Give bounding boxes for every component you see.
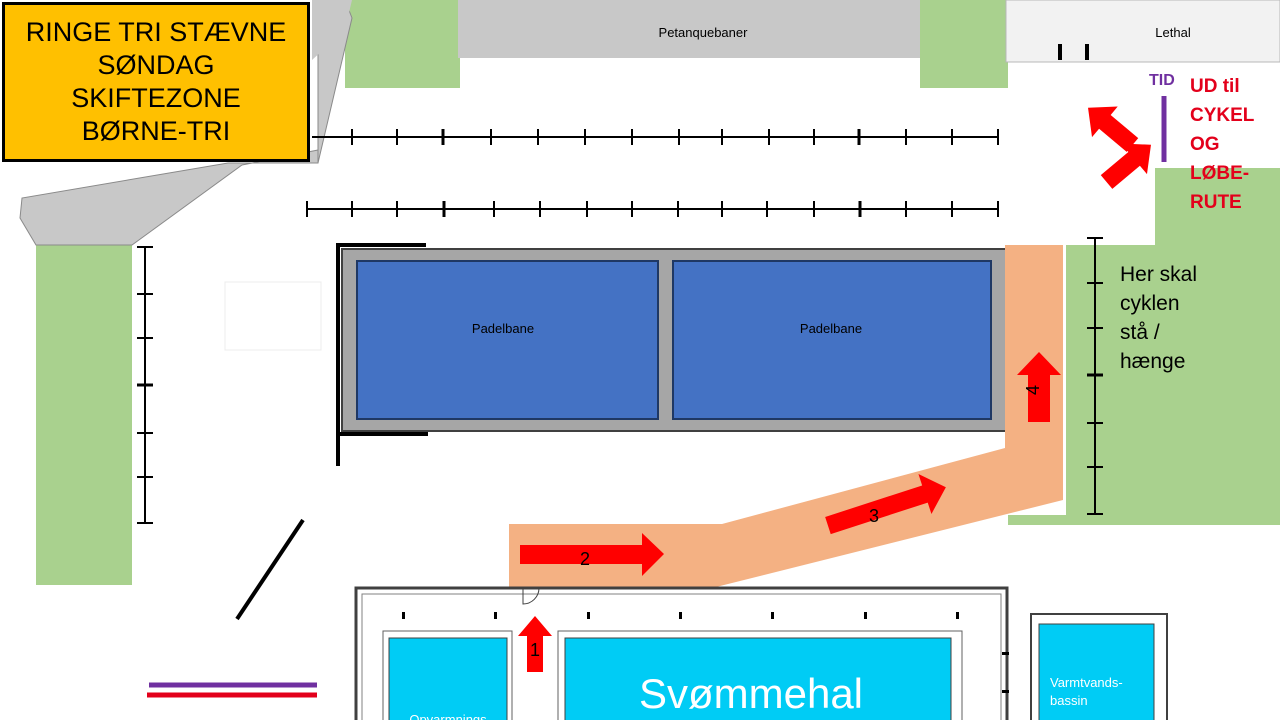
route-step-1: 1	[530, 640, 540, 660]
lethal-area	[1005, 0, 1280, 63]
route-arrow-2: 2	[520, 533, 664, 576]
grass-area-right	[1008, 168, 1280, 525]
bike-note: Her skal cyklen stå / hænge	[1120, 260, 1270, 376]
warm-water-label-line2: bassin	[1050, 693, 1088, 708]
swimming-hall: Svømmehal Opvarmnings Varmtvands- bassin	[354, 586, 1168, 720]
grass-area-left	[36, 245, 132, 585]
hall-door	[522, 587, 540, 605]
bike-note-line-4: hænge	[1120, 350, 1186, 373]
warm-water-label-line1: Varmtvands-	[1050, 675, 1123, 690]
bike-note-line-1: Her skal	[1120, 263, 1198, 286]
route-arrow-4: 4	[1017, 352, 1061, 422]
route-step-4: 4	[1023, 385, 1043, 395]
title-box: RINGE TRI STÆVNE SØNDAG SKIFTEZONE BØRNE…	[2, 2, 310, 162]
exit-label: UD til CYKEL OG LØBE- RUTE	[1190, 72, 1280, 217]
padel-fence	[336, 243, 428, 466]
padel-left-label: Padelbane	[472, 321, 534, 336]
bike-rack-right	[1087, 237, 1103, 515]
padel-court-left	[356, 260, 659, 420]
paved-path-corner	[312, 0, 352, 60]
warm-water-pool	[1038, 623, 1155, 720]
grass-area-top	[345, 0, 460, 88]
exit-line-1: UD til	[1190, 76, 1240, 97]
grass-area-top-right	[920, 0, 1008, 88]
bike-rack-top-1	[312, 129, 999, 145]
padel-court-right	[672, 260, 992, 420]
title-line-3: SKIFTEZONE	[71, 83, 241, 113]
exit-line-2: CYKEL	[1190, 105, 1255, 126]
petanque-label: Petanquebaner	[659, 25, 749, 40]
route-arrow-1: 1	[518, 616, 552, 672]
lethal-label: Lethal	[1155, 25, 1191, 40]
exit-line-4: LØBE-	[1190, 163, 1250, 184]
warmup-pool	[388, 637, 508, 720]
bike-rack-top-2	[306, 201, 999, 217]
hall-wall-posts	[402, 612, 1009, 693]
title-line-1: RINGE TRI STÆVNE	[25, 17, 287, 47]
tid-label: TID	[1149, 72, 1175, 89]
bike-rack-left	[137, 246, 153, 524]
bike-note-line-3: stå /	[1120, 321, 1160, 344]
route-arrow-3	[825, 474, 946, 535]
warmup-pool-label: Opvarmnings	[409, 712, 487, 720]
lethal-door-right	[1085, 44, 1089, 60]
route-step-3: 3	[869, 506, 879, 526]
title-line-2: SØNDAG	[97, 50, 215, 80]
lethal-door-left	[1058, 44, 1062, 60]
petanque-area	[458, 0, 920, 58]
route-step-2: 2	[580, 549, 590, 569]
padel-right-label: Padelbane	[800, 321, 862, 336]
exit-line-3: OG	[1190, 134, 1220, 155]
exit-arrow-left	[1088, 106, 1139, 152]
exit-arrow-right	[1100, 143, 1151, 189]
main-pool	[564, 637, 952, 720]
bike-note-line-2: cyklen	[1120, 292, 1180, 315]
barrier-line	[235, 518, 305, 621]
small-box	[224, 281, 322, 351]
pool-label: Svømmehal	[639, 670, 863, 717]
exit-line-5: RUTE	[1190, 192, 1242, 213]
title-line-4: BØRNE-TRI	[81, 116, 231, 146]
hall-inner-wall	[361, 593, 1002, 720]
